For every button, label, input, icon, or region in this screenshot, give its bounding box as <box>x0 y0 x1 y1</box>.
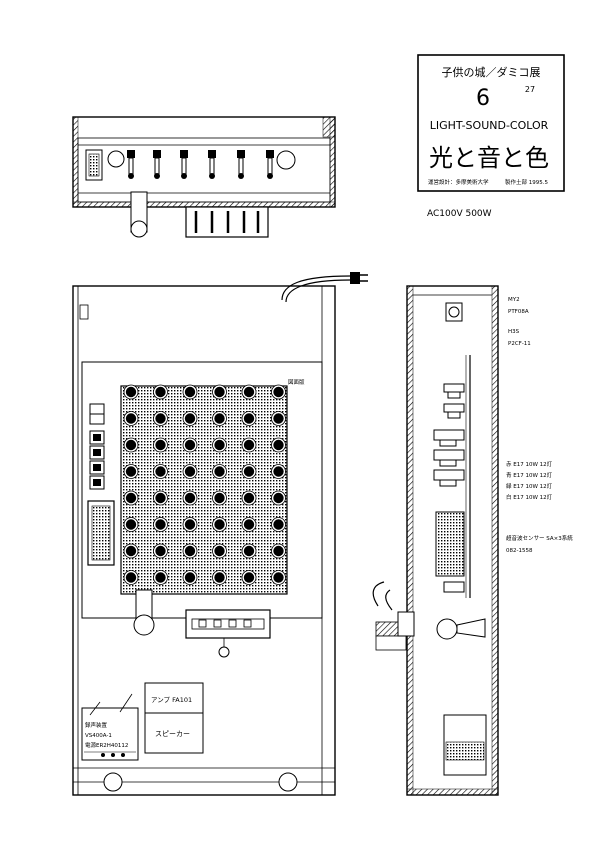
lamp-core <box>184 466 196 477</box>
lamp-core <box>125 466 137 477</box>
lamp-core <box>125 492 137 504</box>
amp-label: アンプ FA101 <box>151 696 192 704</box>
title-number: 6 <box>476 86 490 111</box>
lamp-core <box>214 439 225 451</box>
lamp-core <box>155 572 166 583</box>
title-sub-number: 27 <box>525 85 535 94</box>
lamp-grid <box>123 384 286 585</box>
lamp-core <box>273 492 284 504</box>
title-japanese: 光と音と色 <box>429 144 549 172</box>
sensor-line-2: 082-1558 <box>506 548 533 554</box>
top-view <box>72 116 336 238</box>
title-subtitle: LIGHT-SOUND-COLOR <box>430 119 549 132</box>
lamp-core <box>184 519 196 530</box>
lamp-core <box>273 545 284 557</box>
spec-line-1: MY2 <box>508 297 520 303</box>
board-label: 図面版 <box>288 378 305 386</box>
lamp-core <box>273 572 284 583</box>
lamp-core <box>125 572 137 583</box>
recorder-line-3: 電源ER2H40112 <box>85 741 128 749</box>
lamp-core <box>184 439 196 451</box>
lamp-line-2: 青 E17 10W 12灯 <box>506 471 553 479</box>
lamp-core <box>243 413 255 424</box>
front-view: 図面版 アンプ FA101 スピーカー <box>72 272 368 796</box>
sensor-line-1: 超音波センサー SA×3系統 <box>506 534 573 542</box>
lamp-core <box>155 545 166 557</box>
lamp-core <box>243 386 255 398</box>
spec-line-4: H3S <box>508 329 520 335</box>
switch-stack <box>89 403 105 490</box>
lamp-core <box>184 572 196 583</box>
lamp-core <box>125 413 137 424</box>
lamp-core <box>243 519 255 530</box>
lamp-core <box>273 439 284 451</box>
lamp-core <box>243 545 255 557</box>
top-lamp-sockets <box>127 150 274 179</box>
title-block: 子供の城／ダミコ展 6 27 LIGHT-SOUND-COLOR 光と音と色 運… <box>417 54 565 192</box>
lamp-core <box>273 386 284 398</box>
lamp-core <box>243 466 255 477</box>
lamp-core <box>214 386 225 398</box>
lamp-core <box>125 439 137 451</box>
lamp-core <box>243 572 255 583</box>
lamp-core <box>155 413 166 424</box>
lamp-core <box>273 519 284 530</box>
lamp-core <box>214 492 225 504</box>
lamp-core <box>214 545 225 557</box>
spec-line-2: PTF08A <box>508 309 529 315</box>
lamp-line-3: 緑 E17 10W 12灯 <box>506 482 553 490</box>
lamp-core <box>243 439 255 451</box>
power-label: AC100V 500W <box>427 209 492 219</box>
lamp-core <box>214 572 225 583</box>
recorder-line-2: VS400A-1 <box>85 733 112 739</box>
lamp-core <box>155 386 166 398</box>
lamp-core <box>155 466 166 477</box>
lamp-core <box>214 413 225 424</box>
recorder-line-1: 録声装置 <box>85 721 108 729</box>
lamp-line-4: 白 E17 10W 12灯 <box>506 493 553 501</box>
lamp-core <box>155 519 166 530</box>
lamp-core <box>155 439 166 451</box>
lamp-core <box>214 519 225 530</box>
lamp-core <box>125 519 137 530</box>
lamp-core <box>184 492 196 504</box>
lamp-line-1: 赤 E17 10W 12灯 <box>506 460 553 468</box>
spec-line-5: P2CF-11 <box>508 341 531 347</box>
side-view: MY2 PTF08A H3S P2CF-11 赤 E17 10W 12灯 青 E… <box>372 285 573 796</box>
lamp-core <box>184 386 196 398</box>
lamp-core <box>155 492 166 504</box>
title-text: 子供の城／ダミコ展 <box>442 65 541 79</box>
lamp-core <box>273 466 284 477</box>
lamp-core <box>184 413 196 424</box>
lamp-core <box>125 386 137 398</box>
lamp-core <box>214 466 225 477</box>
lamp-core <box>273 413 284 424</box>
speaker-label: スピーカー <box>155 730 190 738</box>
title-footer-right: 製作土部 1995.5 <box>505 178 548 186</box>
title-footer-left: 運営設計：多摩美術大学 <box>428 178 489 186</box>
lamp-core <box>243 492 255 504</box>
lamp-core <box>125 545 137 557</box>
lamp-core <box>184 545 196 557</box>
